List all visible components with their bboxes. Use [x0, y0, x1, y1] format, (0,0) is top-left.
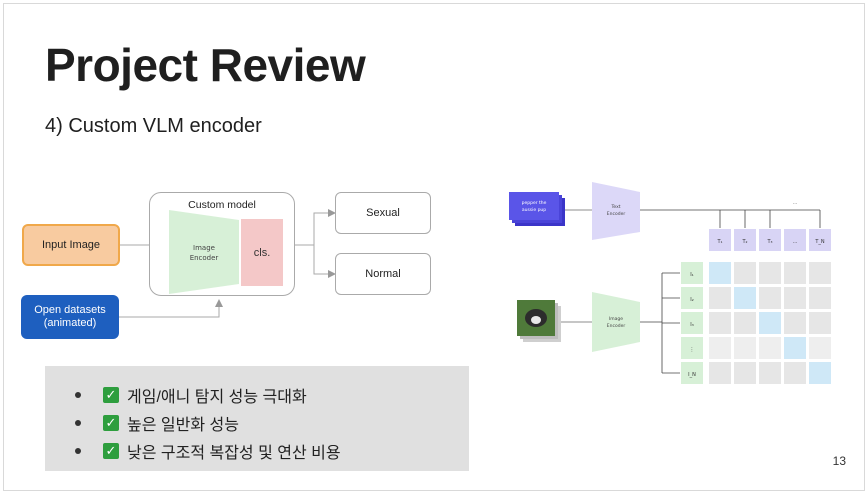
text-input-card — [509, 192, 559, 220]
bullet-dot — [75, 448, 81, 454]
bullet-item: ✓ 게임/애니 탐지 성능 극대화 — [75, 383, 307, 407]
highlights-box: ✓ 게임/애니 탐지 성능 극대화 ✓ 높은 일반화 성능 ✓ 낮은 구조적 복… — [45, 366, 469, 471]
input-image-box: Input Image — [22, 224, 120, 266]
open-datasets-box: Open datasets (animated) — [21, 295, 119, 339]
slide-title: Project Review — [45, 39, 366, 91]
text-label-3: T₃ — [766, 239, 772, 245]
bullet-dot — [75, 392, 81, 398]
open-datasets-label: Open datasets — [34, 304, 106, 316]
image-encoder-trapezoid: Image Encoder — [169, 210, 239, 294]
open-datasets-sublabel: (animated) — [43, 317, 97, 329]
custom-model-label: Custom model — [188, 199, 256, 211]
image-label-2: I₂ — [690, 297, 693, 303]
arrow-to-sexual — [295, 209, 336, 246]
clip-diagram: pepper the aussie pup Text Encoder ... T… — [509, 182, 831, 384]
custom-model-box: Custom model — [149, 192, 295, 296]
bullet-text: 낮은 구조적 복잡성 및 연산 비용 — [127, 445, 341, 462]
bullet-item: ✓ 낮은 구조적 복잡성 및 연산 비용 — [75, 439, 341, 463]
text-encoder-shape — [592, 182, 640, 240]
page-number: 13 — [832, 454, 846, 468]
image-embedding-column: I₁ I₂ I₃ ⋮ I_N — [681, 262, 703, 384]
image-encoder-label: Image — [193, 244, 215, 252]
bullet-text: 게임/애니 탐지 성능 극대화 — [127, 389, 307, 406]
clip-image-encoder-shape — [592, 292, 640, 352]
text-input-line1: pepper the — [522, 200, 547, 206]
text-label-5: T_N — [814, 239, 825, 245]
check-icon: ✓ — [103, 443, 119, 459]
text-label-1: T₁ — [716, 239, 722, 245]
image-encoder-sublabel: Encoder — [190, 254, 219, 262]
arrow-to-normal — [313, 245, 336, 278]
clip-image-encoder-sublabel: Encoder — [607, 323, 626, 329]
text-encoder-sublabel: Encoder — [607, 211, 626, 217]
slide-subtitle: 4) Custom VLM encoder — [45, 115, 262, 137]
slide: Project Review 4) Custom VLM encoder Inp… — [3, 3, 865, 491]
image-label-1: I₁ — [690, 272, 693, 278]
bullet-text: 높은 일반화 성능 — [127, 417, 239, 434]
similarity-matrix — [709, 262, 831, 384]
bullet-item: ✓ 높은 일반화 성능 — [75, 411, 239, 435]
bullet-dot — [75, 420, 81, 426]
clip-image-encoder-label: Image — [609, 316, 623, 322]
diagram-connectors — [119, 209, 336, 318]
arrow-datasets-to-model — [119, 299, 223, 318]
output-sexual-box: Sexual — [335, 192, 431, 234]
output-normal-box: Normal — [335, 253, 431, 295]
image-label-5: I_N — [688, 372, 696, 378]
image-label-4: ⋮ — [690, 347, 695, 353]
text-input-line2: aussie pup — [522, 207, 546, 213]
check-icon: ✓ — [103, 415, 119, 431]
text-label-2: T₂ — [741, 239, 747, 245]
check-icon: ✓ — [103, 387, 119, 403]
text-ellipsis: ... — [793, 200, 798, 206]
classifier-box: cls. — [241, 219, 283, 286]
text-embedding-row: T₁ T₂ T₃ ... T_N — [709, 229, 831, 251]
image-label-3: I₃ — [690, 322, 693, 328]
text-label-4: ... — [793, 239, 798, 245]
text-encoder-label: Text — [610, 204, 620, 210]
